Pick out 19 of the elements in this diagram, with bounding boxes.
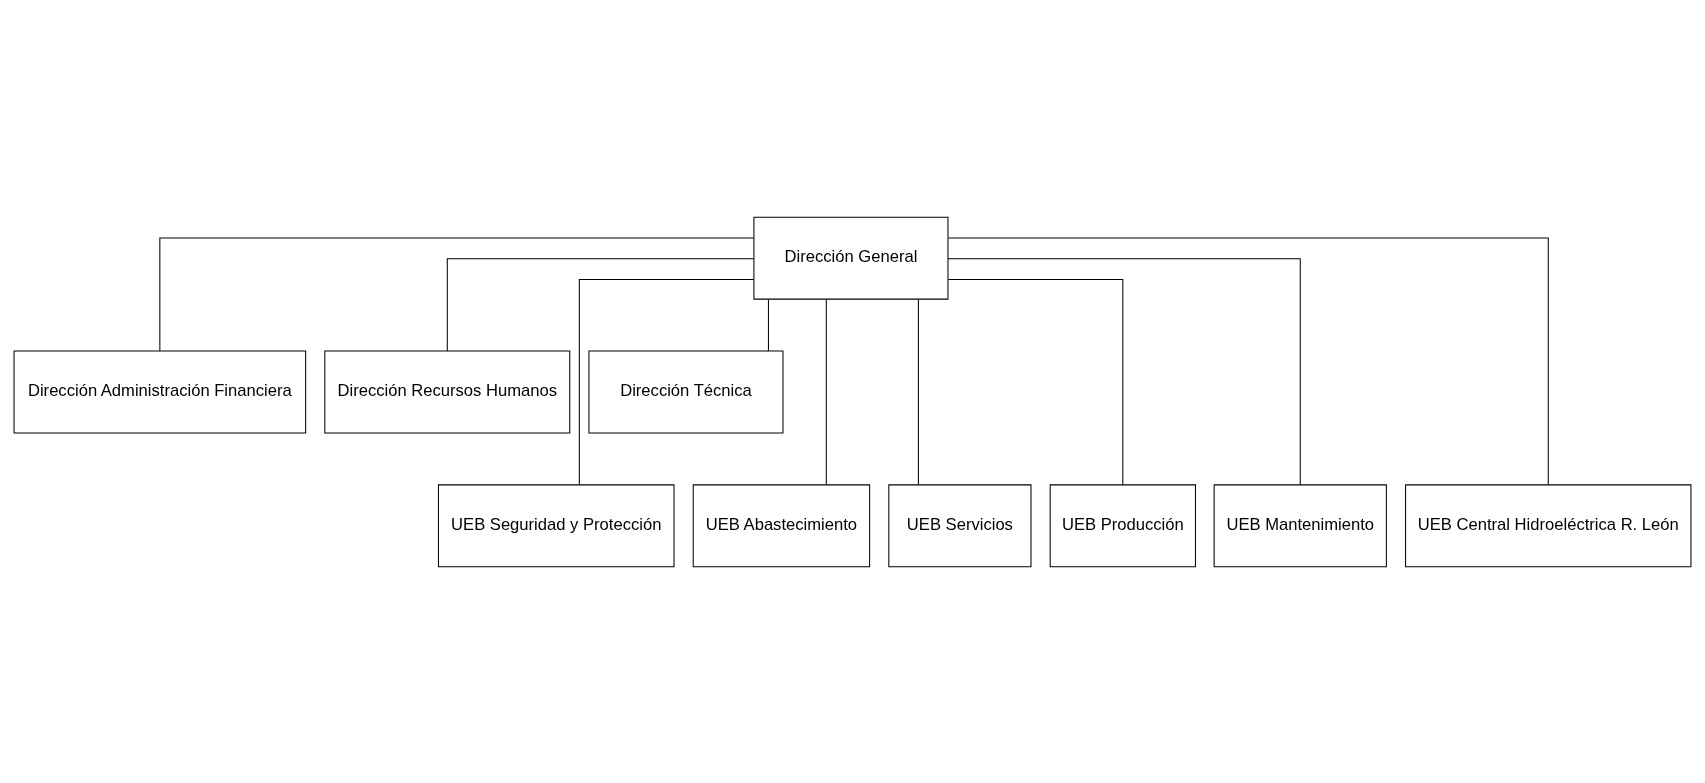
connector <box>917 298 919 485</box>
connector <box>947 257 1301 485</box>
connector <box>825 298 827 485</box>
connector <box>947 236 1549 485</box>
connector <box>578 278 755 485</box>
node-box: UEB Mantenimiento <box>1213 483 1387 567</box>
node-box: UEB Abastecimiento <box>692 483 871 567</box>
node-box: UEB Central Hidroeléctrica R. León <box>1405 483 1692 567</box>
connector <box>159 236 755 351</box>
node-box: UEB Seguridad y Protección <box>437 483 675 567</box>
connector <box>767 298 769 351</box>
node-box: Dirección Recursos Humanos <box>324 350 571 433</box>
node-box: UEB Producción <box>1049 483 1196 567</box>
node-box: Dirección Administración Financiera <box>13 350 307 433</box>
node-box: Dirección General <box>753 216 949 300</box>
node-box: Dirección Técnica <box>588 350 784 433</box>
node-box: UEB Servicios <box>888 483 1032 567</box>
connector <box>446 257 755 351</box>
connector <box>947 278 1124 485</box>
